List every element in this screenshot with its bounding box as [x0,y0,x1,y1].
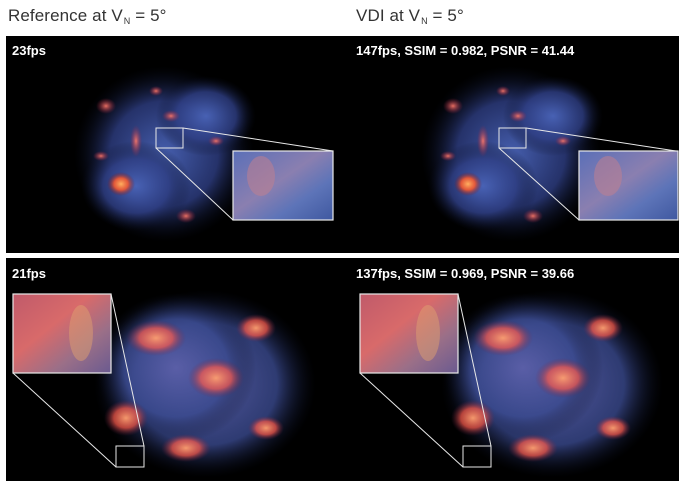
vdi-volume-top [421,66,679,242]
vdi-volume-bottom [359,290,663,478]
vdi-header-suffix: = 5° [427,6,464,25]
vdi-bottom-stats: 137fps, SSIM = 0.969, PSNR = 39.66 [356,266,575,281]
reference-header-subscript: N [123,16,131,26]
reference-header-prefix: Reference at V [8,6,123,25]
bottom-render-panel: 21fps 137fps, SSIM = 0.969, PSNR = 39.66 [6,258,679,481]
vdi-header-subscript: N [421,16,428,26]
reference-header: Reference at VN = 5° [8,6,167,26]
vdi-top-stats: 147fps, SSIM = 0.982, PSNR = 41.44 [356,43,575,58]
top-renders [74,66,679,242]
reference-bottom-stats: 21fps [12,266,46,281]
vdi-header: VDI at VN = 5° [356,6,464,26]
reference-volume-bottom [12,290,316,478]
reference-top-stats: 23fps [12,43,46,58]
reference-volume-top [74,66,334,242]
top-render-panel: 23fps 147fps, SSIM = 0.982, PSNR = 41.44 [6,36,679,253]
reference-header-suffix: = 5° [130,6,167,25]
bottom-renders [12,290,663,478]
vdi-header-prefix: VDI at V [356,6,421,25]
